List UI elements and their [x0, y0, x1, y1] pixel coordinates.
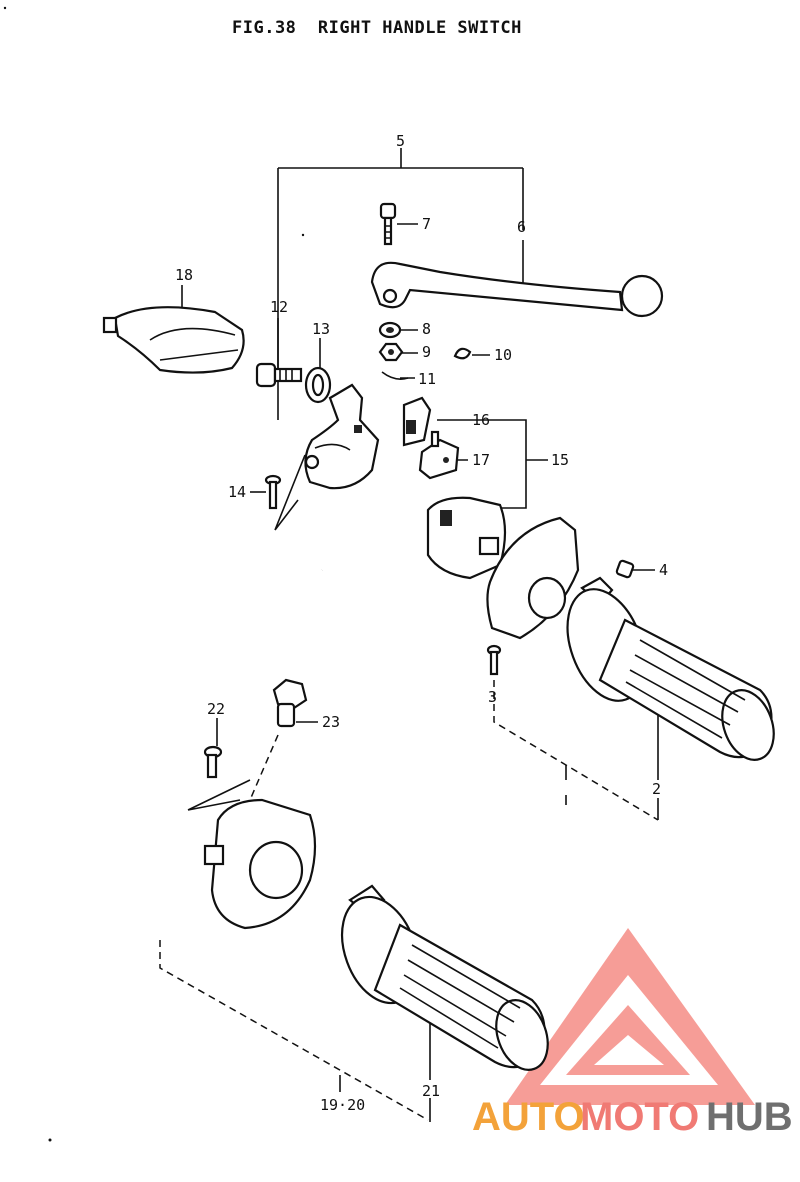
part-7-pivot-bolt: [379, 202, 397, 246]
part-22-screw: [203, 745, 223, 779]
leader-19-20-dashed: [159, 940, 429, 1121]
leader-3-dashed: [493, 680, 659, 821]
callout-8: 8: [422, 320, 431, 338]
leader-22-pointer: [187, 779, 251, 811]
part-4-block: [615, 559, 635, 579]
callout-23: 23: [322, 713, 340, 731]
speck: [3, 6, 7, 10]
part-11-spring: [381, 371, 409, 380]
callout-14: 14: [228, 483, 246, 501]
callout-11: 11: [418, 370, 436, 388]
part-lever-holder: [304, 383, 380, 490]
callout-19-20: 19·20: [320, 1096, 365, 1114]
callout-22: 22: [207, 700, 225, 718]
part-lower-housing: [203, 798, 317, 930]
watermark-logo: [505, 928, 755, 1105]
part-23-bolt: [272, 678, 308, 728]
leader-8-11: [400, 329, 490, 379]
part-switch-lower-shell: [486, 516, 580, 640]
part-17-switch-piece: [418, 430, 460, 480]
callout-12: 12: [270, 298, 288, 316]
part-2-throttle-grip: [566, 576, 775, 761]
speck: [301, 233, 305, 237]
leader-lines: [159, 148, 659, 1122]
callout-9: 9: [422, 343, 431, 361]
callout-2: 2: [652, 780, 661, 798]
callout-21: 21: [422, 1082, 440, 1100]
part-10-clip: [453, 347, 472, 360]
bracket-5: [277, 148, 524, 420]
callout-6: 6: [517, 218, 526, 236]
callout-4: 4: [659, 561, 668, 579]
watermark-text-auto: AUTO: [472, 1095, 585, 1139]
part-12-adjuster-screw: [255, 362, 303, 388]
part-8-washer: [378, 321, 402, 339]
callout-3: 3: [488, 688, 497, 706]
callout-labels: 5 6 7 18 12 13 8 9 10 11 16 17 15 14 4 3…: [175, 132, 668, 1114]
leader-23-dashed: [249, 734, 279, 801]
part-3-screw: [486, 644, 502, 676]
callout-7: 7: [422, 215, 431, 233]
part-18-cover: [102, 306, 245, 374]
part-21-grip: [341, 884, 549, 1071]
part-14-screw: [264, 474, 282, 510]
watermark-text-hub: HUB: [706, 1095, 793, 1139]
callout-10: 10: [494, 346, 512, 364]
speck: [48, 1138, 52, 1142]
part-15-switch-housing: [319, 496, 507, 580]
part-9-nut: [378, 342, 404, 362]
part-13-ring: [304, 366, 332, 404]
part-16-switch-piece: [402, 396, 432, 447]
callout-17: 17: [472, 451, 490, 469]
leader-14-pointer: [274, 454, 306, 531]
callout-15: 15: [551, 451, 569, 469]
watermark-text-moto: MOTO: [580, 1095, 699, 1139]
callout-18: 18: [175, 266, 193, 284]
callout-16: 16: [472, 411, 490, 429]
callout-5: 5: [396, 132, 405, 150]
part-6-brake-lever: [370, 261, 664, 318]
figure-title: FIG.38 RIGHT HANDLE SWITCH: [232, 18, 522, 38]
callout-13: 13: [312, 320, 330, 338]
